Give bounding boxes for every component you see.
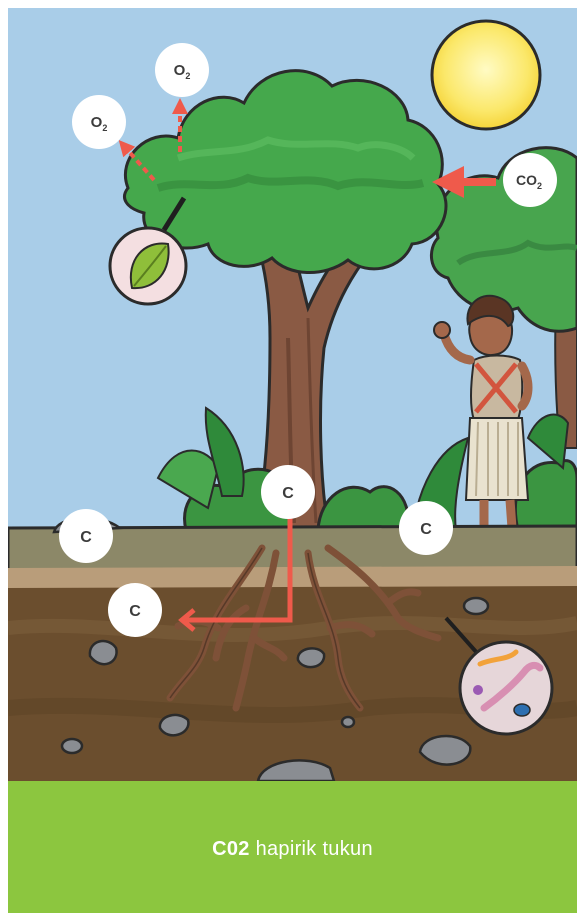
sun bbox=[432, 21, 540, 129]
o2-top-subscript: 2 bbox=[185, 71, 190, 81]
illustration-frame: O2 O2 CO2 C C bbox=[8, 8, 577, 913]
caption-text: hapirik tukun bbox=[250, 838, 373, 860]
caption-bold: C02 bbox=[212, 838, 250, 860]
carbon-right-ground-label: C bbox=[420, 521, 432, 538]
carbon-trunk-label: C bbox=[282, 485, 294, 502]
o2-left-subscript: 2 bbox=[102, 123, 107, 133]
o2-top-bubble: O2 bbox=[155, 43, 209, 97]
carbon-cycle-scene: O2 O2 CO2 C C bbox=[8, 8, 577, 781]
co2-subscript: 2 bbox=[537, 181, 542, 191]
co2-bubble: CO2 bbox=[503, 153, 557, 207]
carbon-right-ground-bubble: C bbox=[399, 501, 453, 555]
co2-label: CO bbox=[516, 172, 537, 188]
o2-top-label: O bbox=[174, 62, 186, 79]
scene-svg: O2 O2 CO2 C C bbox=[8, 8, 577, 781]
o2-left-label: O bbox=[91, 114, 103, 131]
caption: C02 hapirik tukun bbox=[0, 838, 585, 861]
carbon-root-bubble: C bbox=[108, 583, 162, 637]
carbon-trunk-bubble: C bbox=[261, 465, 315, 519]
carbon-left-ground-bubble: C bbox=[59, 509, 113, 563]
carbon-left-ground-label: C bbox=[80, 529, 92, 546]
o2-left-bubble: O2 bbox=[72, 95, 126, 149]
carbon-root-label: C bbox=[129, 603, 141, 620]
